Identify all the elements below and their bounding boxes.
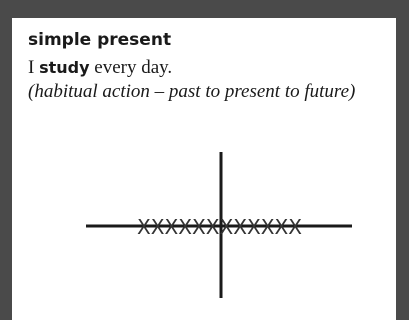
timeline-action-marks: XXXXXXXXXXXX: [137, 215, 302, 239]
usage-note: (habitual action – past to present to fu…: [28, 81, 356, 102]
timeline-diagram: XXXXXXXXXXXX: [86, 152, 352, 298]
tense-heading: simple present: [28, 30, 172, 50]
sentence-start: I: [28, 57, 40, 78]
example-sentence: I study every day.: [28, 57, 172, 79]
slide-card: simple present I study every day. (habit…: [12, 18, 402, 320]
sentence-end: every day.: [89, 57, 173, 78]
sentence-verb: study: [39, 58, 90, 77]
